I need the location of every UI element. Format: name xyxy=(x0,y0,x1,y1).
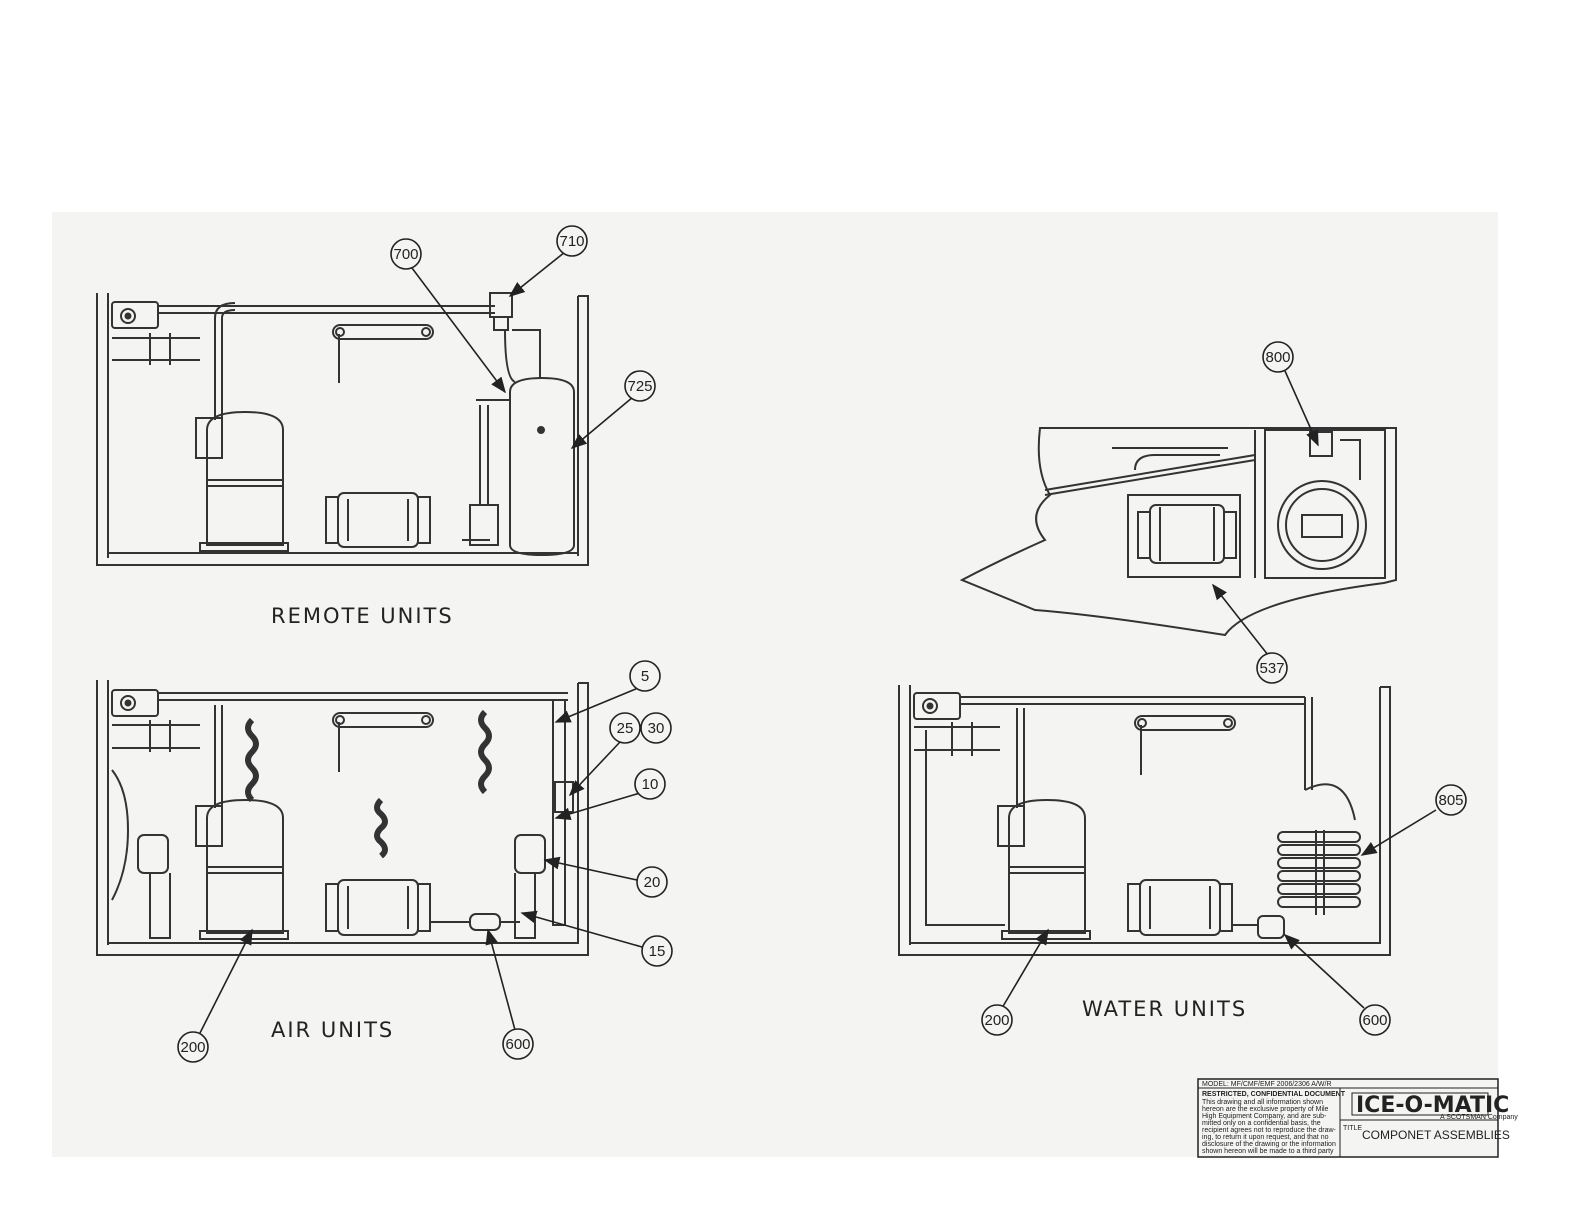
callout-537: 537 xyxy=(1259,660,1284,677)
drawing-title: COMPONET ASSEMBLIES xyxy=(1362,1128,1510,1142)
water-units-caption: WATER UNITS xyxy=(1082,997,1247,1021)
remote-units-caption: REMOTE UNITS xyxy=(271,604,454,628)
callout-30-bubble xyxy=(640,712,672,744)
remote-units-view xyxy=(96,292,589,566)
air-units-caption: AIR UNITS xyxy=(271,1018,394,1042)
callout-25-bubble xyxy=(609,712,641,744)
callout-20: 20 xyxy=(644,874,661,891)
title-block-model: MODEL: MF/CMF/EMF 2006/2306 A/W/R xyxy=(1202,1081,1332,1088)
detail-view xyxy=(959,427,1397,637)
callout-leaders xyxy=(199,251,1437,1034)
callout-30: 30 xyxy=(648,720,665,737)
callout-700: 700 xyxy=(393,246,418,263)
title-block-restricted: RESTRICTED, CONFIDENTIAL DOCUMENT xyxy=(1202,1091,1346,1098)
callout-600-water: 600 xyxy=(1362,1012,1387,1029)
title-block-notice-line: disclosure of the drawing or the informa… xyxy=(1202,1141,1336,1148)
callout-200-water: 200 xyxy=(984,1012,1009,1029)
title-block: MODEL: MF/CMF/EMF 2006/2306 A/W/R RESTRI… xyxy=(1197,1078,1518,1158)
callout-200-water-bubble xyxy=(981,1004,1013,1036)
title-block-notice-line: mitted only on a confidential basis, the xyxy=(1202,1120,1321,1127)
callout-800: 800 xyxy=(1265,349,1290,366)
air-units-view xyxy=(96,680,589,956)
callout-10-bubble xyxy=(634,768,666,800)
callout-10: 10 xyxy=(642,776,659,793)
callout-600-air: 600 xyxy=(505,1036,530,1053)
brand-logo: ICE-O-MATIC xyxy=(1356,1093,1509,1118)
title-block-notice-line: This drawing and all information shown xyxy=(1202,1099,1323,1106)
title-block-notice-line: High Equipment Company, and are sub- xyxy=(1202,1113,1327,1120)
callout-15: 15 xyxy=(649,943,666,960)
callout-725: 725 xyxy=(627,378,652,395)
callout-600-air-bubble xyxy=(502,1028,534,1060)
callout-725-bubble xyxy=(624,370,656,402)
callout-200-air: 200 xyxy=(180,1039,205,1056)
callout-537-bubble xyxy=(1256,652,1288,684)
callout-710-bubble xyxy=(556,225,588,257)
callout-600-water-bubble xyxy=(1359,1004,1391,1036)
water-units-view xyxy=(898,685,1391,956)
title-block-notice-line: hereon are the exclusive property of Mil… xyxy=(1202,1106,1329,1113)
callout-25: 25 xyxy=(617,720,634,737)
callout-805: 805 xyxy=(1438,792,1463,809)
callout-200-air-bubble xyxy=(177,1031,209,1063)
callout-700-bubble xyxy=(390,238,422,270)
callout-805-bubble xyxy=(1435,784,1467,816)
callout-5-bubble xyxy=(629,660,661,692)
callout-5: 5 xyxy=(641,668,649,685)
callout-15-bubble xyxy=(641,935,673,967)
title-label: TITLE xyxy=(1343,1125,1362,1132)
title-block-notice-line: recipient agrees not to reproduce the dr… xyxy=(1202,1127,1337,1134)
drawing-sheet xyxy=(52,212,1498,1157)
title-block-notice-line: ing, to return it upon request, and that… xyxy=(1202,1134,1329,1141)
callout-800-bubble xyxy=(1262,341,1294,373)
callout-710: 710 xyxy=(559,233,584,250)
brand-sub: A SCOTSMAN Company xyxy=(1440,1114,1518,1121)
title-block-notice-line: shown hereon will be made to a third par… xyxy=(1202,1148,1334,1155)
callout-20-bubble xyxy=(636,866,668,898)
